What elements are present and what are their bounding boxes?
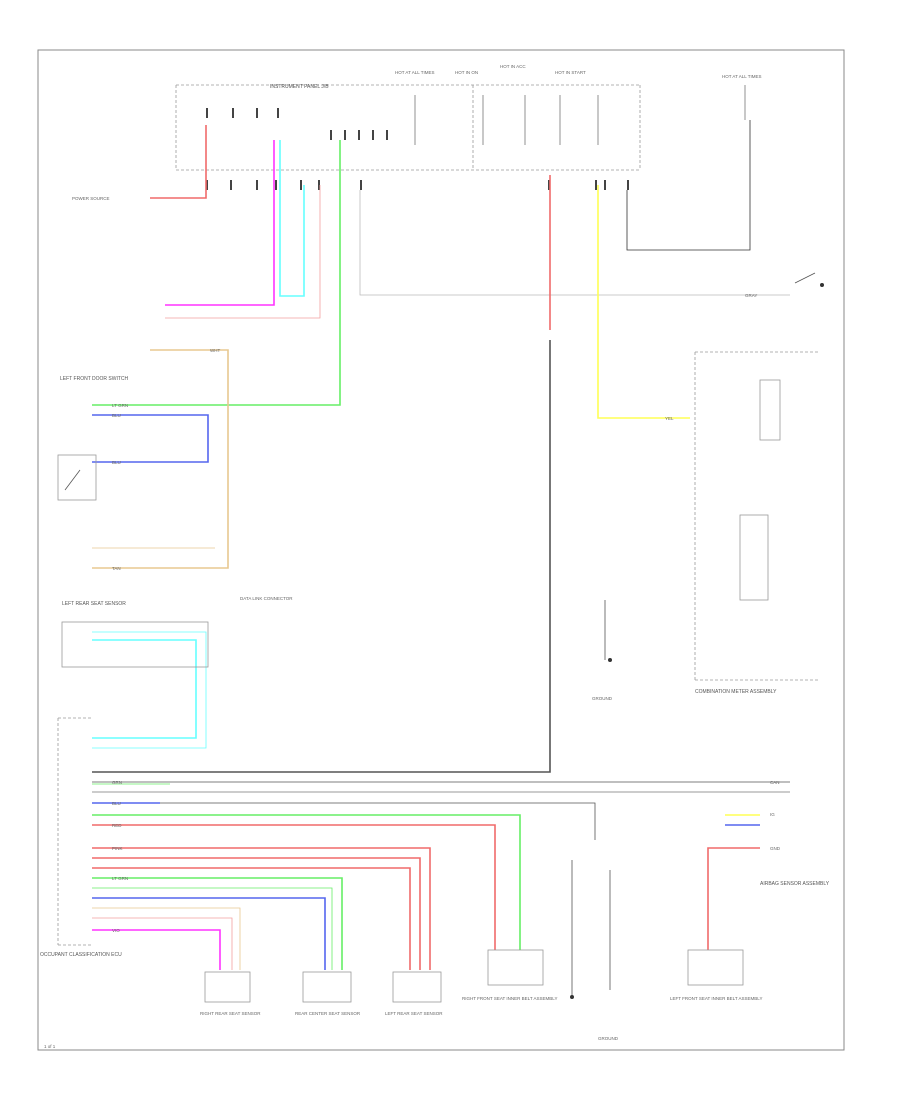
hot-at-all-times-label-1: HOT AT ALL TIMES (395, 70, 435, 75)
left-door-switch-label: LEFT FRONT DOOR SWITCH (60, 376, 129, 382)
left-rear-sensor-label: LEFT REAR SEAT SENSOR (62, 601, 126, 607)
lbl-power-source: POWER SOURCE (72, 196, 110, 201)
wire-yellow (597, 185, 690, 419)
rear-center-seat-sensor: REAR CENTER SEAT SENSOR (295, 971, 361, 1016)
wire-cyan-lower (92, 639, 197, 739)
wire-color-labels: LT GRN BLU BLU TAN GRN BLU RED PINK LT G… (72, 196, 781, 933)
lbl-blu-2: BLU (112, 460, 121, 465)
lbl-grn: GRN (112, 780, 122, 785)
airbag-sensor-label: AIRBAG SENSOR ASSEMBLY (760, 881, 830, 887)
ground-symbols: GROUND GROUND (570, 600, 619, 1041)
ground-label: GROUND (598, 1036, 619, 1041)
wire-magenta (165, 140, 275, 306)
wire-red-lower (92, 824, 496, 950)
lbl-data-link: DATA LINK CONNECTOR (240, 596, 293, 601)
lbl-vio: VIO (112, 928, 120, 933)
wire-blue-sensor (92, 897, 326, 970)
wire-red-sensor-1 (92, 847, 431, 970)
diagram-frame (37, 49, 845, 1051)
lbl-blu: BLU (112, 413, 121, 418)
right-door-switch (794, 272, 824, 287)
right-rear-seat-sensor: RIGHT REAR SEAT SENSOR (200, 971, 261, 1016)
instrument-panel-junction-block: INSTRUMENT PANEL J/B HOT AT ALL TIMES HO… (175, 64, 762, 190)
wire-cyan-lower-2 (92, 631, 207, 749)
wire-green-seat (92, 140, 341, 406)
lbl-ltgrn-2: LT GRN (112, 876, 128, 881)
lbl-red: RED (112, 823, 122, 828)
wire-pink (165, 185, 321, 319)
lbl-ltgrn: LT GRN (112, 403, 128, 408)
lbl-ig: IG (770, 812, 775, 817)
right-front-belt-label: RIGHT FRONT SEAT INNER BELT ASSEMBLY (462, 996, 557, 1001)
wire-red-sensor-2 (92, 857, 421, 970)
lbl-yel: YEL (665, 416, 674, 421)
hot-at-all-times-label-2: HOT AT ALL TIMES (722, 74, 762, 79)
wire-dark-center (92, 340, 551, 773)
left-front-belt-label: LEFT FRONT SEAT INNER BELT ASSEMBLY (670, 996, 762, 1001)
bus-terminals (206, 108, 629, 190)
left-front-seat-belt: LEFT FRONT SEAT INNER BELT ASSEMBLY (670, 949, 762, 1001)
wire-green-lower (92, 814, 521, 950)
lbl-blu-3: BLU (112, 801, 121, 806)
left-rear-sensor-box: LEFT REAR SEAT SENSOR (61, 601, 209, 668)
wire-tan (92, 349, 229, 569)
wire-gray-horizontal (359, 190, 790, 296)
wire-pink-sensor (92, 917, 233, 970)
ground-label-2: GROUND (592, 696, 613, 701)
hot-in-start-label: HOT IN START (555, 70, 586, 75)
right-rear-sensor-label: RIGHT REAR SEAT SENSOR (200, 1011, 261, 1016)
wire-dark-right (626, 120, 751, 251)
occupant-classification-ecu-box: OCCUPANT CLASSIFICATION ECU (40, 717, 122, 958)
combination-meter-box: COMBINATION METER ASSEMBLY (694, 351, 820, 695)
jb-title-label: INSTRUMENT PANEL J/B (270, 84, 329, 90)
left-rear-seat-sensor-bottom: LEFT REAR SEAT SENSOR (385, 971, 443, 1016)
rear-center-sensor-label: REAR CENTER SEAT SENSOR (295, 1011, 361, 1016)
combination-meter-label: COMBINATION METER ASSEMBLY (695, 689, 777, 695)
page-number: 1 of 1 (44, 1044, 56, 1049)
wire-tan-sensor (92, 907, 241, 970)
wire-cyan (279, 140, 305, 297)
wire-bus-dark (160, 802, 596, 840)
seat-switch-box: LEFT FRONT DOOR SWITCH (57, 376, 129, 501)
lbl-can: CAN (770, 780, 780, 785)
lbl-tan: TAN (112, 566, 121, 571)
right-front-seat-belt: RIGHT FRONT SEAT INNER BELT ASSEMBLY (462, 949, 557, 1001)
hot-in-on-label: HOT IN ON (455, 70, 478, 75)
fuse-group (414, 85, 746, 145)
lbl-wht: WHT (210, 348, 220, 353)
wire-magenta-sensor (92, 929, 221, 970)
wire-green-sensor (92, 877, 343, 970)
wire-red-power-left (150, 125, 207, 199)
hot-in-acc-label: HOT IN ACC (500, 64, 526, 69)
lbl-pink: PINK (112, 846, 123, 851)
lbl-gnd: GND (770, 846, 781, 851)
wire-green-sensor-2 (92, 887, 333, 970)
lbl-gray: GRAY (745, 293, 757, 298)
occupant-ecu-label: OCCUPANT CLASSIFICATION ECU (40, 952, 122, 958)
left-rear-sensor-bottom-label: LEFT REAR SEAT SENSOR (385, 1011, 443, 1016)
wire-red-sensor-3 (92, 867, 411, 970)
wire-red-right (707, 847, 760, 950)
wire-blue (92, 414, 209, 463)
